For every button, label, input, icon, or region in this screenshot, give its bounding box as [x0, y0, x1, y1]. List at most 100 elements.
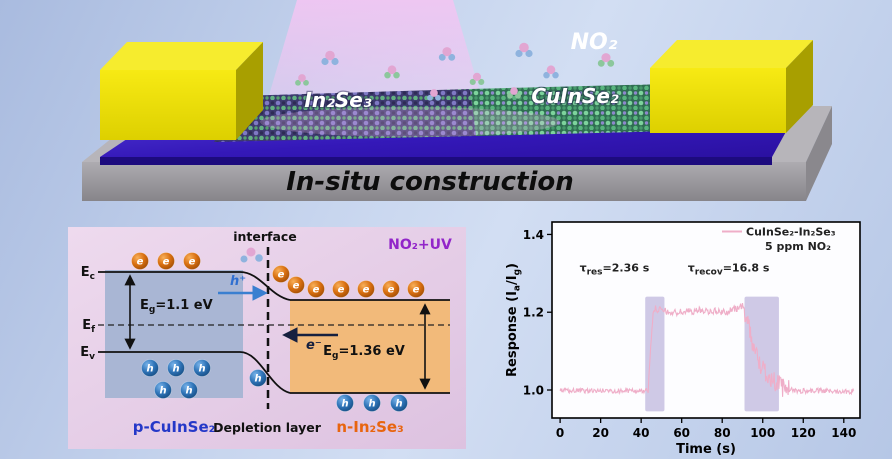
- electron-icon: e: [407, 280, 425, 298]
- gas-pulse-shade: [645, 296, 665, 412]
- electron-icon: e: [272, 265, 290, 283]
- svg-text:h: h: [185, 386, 192, 397]
- in2se3-label: In₂Se₃: [304, 88, 371, 112]
- beam-glow: [260, 107, 560, 137]
- svg-text:h: h: [368, 399, 375, 410]
- hole-transfer-label: h⁺: [230, 274, 246, 289]
- svg-text:e: e: [137, 257, 144, 268]
- no2-molecule-icon: [240, 247, 263, 263]
- no2-molecule-icon: [427, 89, 441, 101]
- ev-label: Ev: [80, 345, 95, 362]
- insulating-layer-edge: [100, 157, 772, 165]
- svg-text:e: e: [278, 270, 285, 281]
- p-material-label: p-CuInSe₂: [133, 418, 215, 436]
- no2-label: NO₂: [571, 30, 618, 55]
- svg-text:e: e: [338, 285, 345, 296]
- x-tick-label: 60: [673, 426, 690, 440]
- electron-icon: e: [183, 252, 201, 270]
- x-tick-label: 140: [831, 426, 856, 440]
- x-axis-label: Time (s): [676, 442, 736, 457]
- hole-icon: h: [249, 369, 267, 387]
- x-tick-label: 80: [714, 426, 731, 440]
- svg-text:e: e: [293, 281, 300, 292]
- x-tick-label: 100: [750, 426, 775, 440]
- svg-text:e: e: [163, 257, 170, 268]
- electron-icon: e: [382, 280, 400, 298]
- response-chart: 0 20 40 60 80 100 120 140 1.0 1.2 1.4 CuInSe₂-In₂S…: [505, 221, 861, 457]
- n-material-label: n-In₂Se₃: [336, 418, 403, 436]
- chart-series: [559, 302, 855, 397]
- substrate-side-face: [806, 106, 832, 201]
- response-curve: [559, 302, 855, 397]
- no2-molecule-icon: [295, 74, 309, 86]
- ec-band-bending: [239, 271, 291, 301]
- y-tick-label: 1.2: [523, 306, 544, 320]
- svg-text:e: e: [189, 257, 196, 268]
- svg-text:h: h: [146, 364, 153, 375]
- hole-icon: h: [390, 394, 408, 412]
- hole-icon: h: [154, 381, 172, 399]
- interface-label: interface: [233, 229, 297, 244]
- hole-icon: h: [193, 359, 211, 377]
- y-tick-label: 1.0: [523, 384, 544, 398]
- no2-molecule-icon: [438, 47, 456, 61]
- ec-label: Ec: [81, 265, 95, 282]
- ef-label: Ef: [82, 318, 95, 335]
- electrode-left: [100, 42, 263, 140]
- no2-molecule-icon: [384, 65, 400, 79]
- substrate-front-face: [82, 162, 806, 201]
- svg-text:h: h: [254, 374, 261, 385]
- electron-transfer-label: e⁻: [306, 338, 322, 353]
- hole-icon: h: [336, 394, 354, 412]
- no2-molecule-icon: [543, 65, 559, 79]
- response-time-annotation: τres=2.36 s: [580, 261, 650, 277]
- svg-text:h: h: [395, 399, 402, 410]
- p-region-box: [105, 270, 243, 398]
- x-tick-label: 40: [633, 426, 650, 440]
- x-tick-label: 120: [791, 426, 816, 440]
- x-tick-label: 20: [592, 426, 609, 440]
- substrate-caption: In-situ construction: [286, 167, 574, 197]
- electron-icon: e: [307, 280, 325, 298]
- no2-uv-label: NO₂+UV: [388, 237, 452, 253]
- hole-icon: h: [167, 359, 185, 377]
- device-scene: In-situ construction NO₂ In₂Se₃ CuInSe₂: [82, 0, 832, 201]
- svg-text:h: h: [198, 364, 205, 375]
- svg-text:e: e: [363, 285, 370, 296]
- no2-molecule-icon: [515, 42, 533, 58]
- chart-shading: [552, 222, 860, 418]
- svg-text:e: e: [388, 285, 395, 296]
- legend-concentration: 5 ppm NO₂: [765, 240, 831, 253]
- plot-area: [552, 222, 860, 418]
- x-tick-label: 0: [556, 426, 564, 440]
- cuinse2-label: CuInSe₂: [531, 84, 619, 108]
- gas-pulse-shade: [744, 296, 779, 412]
- no2-molecule-icon: [507, 87, 521, 99]
- gas-molecules: [295, 42, 615, 101]
- no2-molecule-icon: [597, 53, 615, 67]
- bandgap-right-label: Eg=1.36 eV: [323, 344, 405, 361]
- recovery-time-annotation: τrecov=16.8 s: [688, 261, 770, 277]
- electron-icon: e: [131, 252, 149, 270]
- bandgap-left-label: Eg=1.1 eV: [140, 298, 213, 315]
- svg-text:h: h: [159, 386, 166, 397]
- electron-icon: e: [287, 276, 305, 294]
- chart-axes: 0 20 40 60 80 100 120 140 1.0 1.2 1.4: [523, 221, 861, 440]
- hole-icon: h: [141, 359, 159, 377]
- electrode-right: [650, 40, 813, 133]
- hole-icon: h: [363, 394, 381, 412]
- in2se3-flake: [214, 89, 476, 142]
- svg-text:h: h: [172, 364, 179, 375]
- electron-icon: e: [357, 280, 375, 298]
- electron-icon: e: [157, 252, 175, 270]
- svg-text:e: e: [413, 285, 420, 296]
- legend-series-name: CuInSe₂-In₂Se₃: [746, 226, 836, 239]
- band-diagram-panel: Ec Ef Ev Eg=1.1 eV Eg=1.36 eV interface …: [68, 227, 466, 449]
- y-tick-label: 1.4: [523, 228, 544, 242]
- svg-text:h: h: [341, 399, 348, 410]
- svg-text:e: e: [313, 285, 320, 296]
- depletion-layer-label: Depletion layer: [213, 420, 322, 435]
- electron-icon: e: [332, 280, 350, 298]
